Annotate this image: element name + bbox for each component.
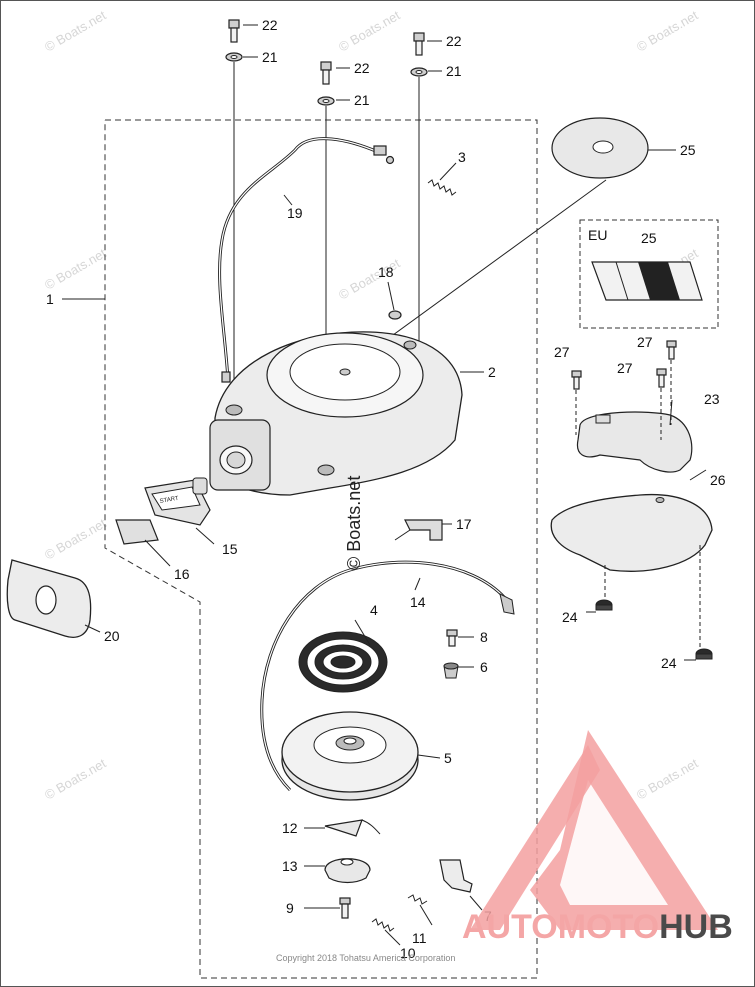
callout-26: 26 — [710, 472, 726, 488]
callout-27: 27 — [617, 360, 633, 376]
watermark: © Boats.net — [634, 755, 701, 802]
callout-5: 5 — [444, 750, 452, 766]
callout-10: 10 — [400, 945, 416, 961]
leader-lines — [62, 24, 707, 946]
start-text: START — [159, 496, 179, 505]
part-2-recoil-housing — [209, 331, 463, 496]
part-20-grommet — [6, 559, 92, 638]
callout-8: 8 — [480, 629, 488, 645]
callout-22: 22 — [262, 17, 278, 33]
callout-3: 3 — [458, 149, 466, 165]
part-5-reel — [281, 711, 419, 801]
part-7-pawl — [439, 859, 473, 893]
callout-23: 23 — [704, 391, 720, 407]
part-8-bolt — [446, 629, 458, 647]
logo-moto: MOTO — [558, 908, 659, 946]
part-18-clip — [388, 310, 402, 320]
callout-25: 25 — [641, 230, 657, 246]
part-4-spiral-spring — [298, 631, 388, 693]
callout-25: 25 — [680, 142, 696, 158]
logo-auto: AUTO — [462, 908, 558, 946]
part-13-cap — [324, 858, 371, 884]
eu-box — [579, 219, 719, 329]
part-19-cable — [218, 137, 395, 383]
assembly-outline — [104, 119, 538, 979]
part-6-collar — [443, 662, 459, 679]
callout-2: 2 — [488, 364, 496, 380]
part-9-bolt — [339, 897, 351, 919]
part-11-spring — [407, 894, 428, 905]
watermark: © Boats.net — [336, 7, 403, 54]
watermark: © Boats.net — [634, 7, 701, 54]
logo-hub: HUB — [659, 908, 733, 946]
callout-1: 1 — [46, 291, 54, 307]
callout-24: 24 — [562, 609, 578, 625]
automotohub-logo: AUTOMOTOHUB — [462, 730, 733, 946]
callout-21: 21 — [354, 92, 370, 108]
callout-27: 27 — [554, 344, 570, 360]
part-15-start-handle: START — [144, 477, 211, 526]
callout-14: 14 — [410, 594, 426, 610]
callout-15: 15 — [222, 541, 238, 557]
callout-18: 18 — [378, 264, 394, 280]
callout-16: 16 — [174, 566, 190, 582]
watermark: © Boats.net — [42, 245, 109, 292]
callout-6: 6 — [480, 659, 488, 675]
callout-4: 4 — [370, 602, 378, 618]
callout-22: 22 — [446, 33, 462, 49]
callout-21: 21 — [262, 49, 278, 65]
callout-21: 21 — [446, 63, 462, 79]
part-10-spring — [371, 918, 395, 932]
part-17-bracket — [394, 519, 443, 541]
part-27-bolts — [571, 340, 677, 440]
part-23-cover — [576, 411, 693, 473]
watermark: © Boats.net — [42, 515, 109, 562]
callout-24: 24 — [661, 655, 677, 671]
callout-12: 12 — [282, 820, 298, 836]
callout-27: 27 — [637, 334, 653, 350]
watermark: © Boats.net — [42, 7, 109, 54]
callout-13: 13 — [282, 858, 298, 874]
bolt-washer-left — [225, 19, 243, 405]
watermark-vertical: © Boats.net — [344, 476, 364, 570]
watermark: © Boats.net — [42, 755, 109, 802]
callout-17: 17 — [456, 516, 472, 532]
callout-9: 9 — [286, 900, 294, 916]
part-16-pad — [115, 519, 159, 545]
eu-label: EU — [588, 227, 607, 243]
part-25-disc — [344, 117, 649, 371]
callout-19: 19 — [287, 205, 303, 221]
part-12-plate — [324, 819, 381, 837]
bolt-washer-right — [410, 32, 428, 345]
callout-20: 20 — [104, 628, 120, 644]
callout-11: 11 — [412, 930, 427, 946]
part-3-spring — [427, 179, 457, 196]
callout-22: 22 — [354, 60, 370, 76]
part-14-rope — [260, 560, 515, 792]
logo-text: AUTOMOTOHUB — [462, 908, 733, 946]
copyright-text: Copyright 2018 Tohatsu America Corporati… — [276, 953, 455, 963]
part-25-eu-label — [591, 261, 703, 301]
callout-labels: 22 21 22 21 22 21 25 3 19 25 18 1 27 27 … — [46, 17, 726, 961]
part-26-guard — [550, 493, 713, 648]
part-24-nuts — [595, 599, 713, 660]
